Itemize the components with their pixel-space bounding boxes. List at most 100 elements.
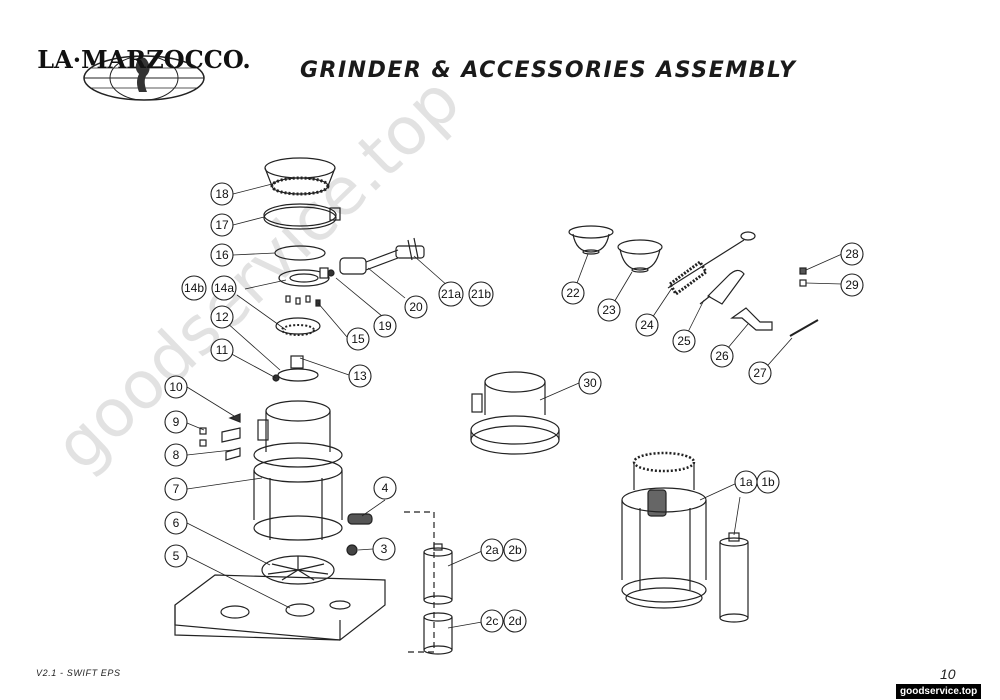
callout-1b: 1b bbox=[756, 470, 780, 494]
part-20-21-adjuster bbox=[339, 237, 425, 275]
svg-text:22: 22 bbox=[566, 286, 580, 300]
callout-14a: 14a bbox=[211, 275, 237, 301]
svg-text:29: 29 bbox=[845, 278, 859, 292]
callout-22: 22 bbox=[561, 281, 585, 305]
callout-13: 13 bbox=[348, 364, 372, 388]
part-28-screw bbox=[799, 267, 807, 275]
callout-9: 9 bbox=[164, 410, 188, 434]
svg-text:26: 26 bbox=[715, 349, 729, 363]
callout-8: 8 bbox=[164, 443, 188, 467]
part-23-basket bbox=[617, 239, 663, 273]
part-2ab-sleeve bbox=[423, 543, 453, 605]
svg-text:7: 7 bbox=[173, 482, 180, 496]
svg-text:16: 16 bbox=[215, 248, 229, 262]
callout-24: 24 bbox=[635, 313, 659, 337]
callout-2d: 2d bbox=[503, 609, 527, 633]
svg-text:2c: 2c bbox=[486, 614, 499, 628]
callout-4: 4 bbox=[373, 476, 397, 500]
callout-26: 26 bbox=[710, 344, 734, 368]
callout-7: 7 bbox=[164, 477, 188, 501]
part-29-screw bbox=[799, 279, 807, 287]
logo-text: LA·MARZOCCO. bbox=[37, 45, 250, 74]
callout-21b: 21b bbox=[468, 281, 494, 307]
svg-text:1b: 1b bbox=[761, 475, 775, 489]
callout-2b: 2b bbox=[503, 538, 527, 562]
part-16-ring bbox=[274, 245, 326, 261]
la-marzocco-logo: LA·MARZOCCO. bbox=[37, 45, 251, 101]
svg-text:6: 6 bbox=[173, 516, 180, 530]
callout-1a: 1a bbox=[734, 470, 758, 494]
part-1-sleeve bbox=[719, 532, 749, 623]
svg-text:15: 15 bbox=[351, 332, 365, 346]
callout-11: 11 bbox=[210, 338, 234, 362]
svg-text:19: 19 bbox=[378, 319, 392, 333]
callout-20: 20 bbox=[404, 295, 428, 319]
svg-text:2d: 2d bbox=[508, 614, 521, 628]
part-screws-15 bbox=[285, 295, 321, 307]
svg-text:10: 10 bbox=[169, 380, 183, 394]
part-1-complete-grinder bbox=[621, 451, 707, 609]
page-number: 10 bbox=[940, 666, 956, 682]
callout-19: 19 bbox=[373, 314, 397, 338]
svg-text:14a: 14a bbox=[214, 281, 234, 295]
callout-2c: 2c bbox=[480, 609, 504, 633]
svg-text:30: 30 bbox=[583, 376, 597, 390]
svg-text:18: 18 bbox=[215, 187, 229, 201]
svg-text:5: 5 bbox=[173, 549, 180, 563]
site-badge: goodservice.top bbox=[896, 684, 982, 699]
svg-text:14b: 14b bbox=[184, 281, 204, 295]
callout-21a: 21a bbox=[438, 281, 464, 307]
part-18-hopper-ring bbox=[264, 157, 336, 196]
callout-2a: 2a bbox=[480, 538, 504, 562]
svg-text:9: 9 bbox=[173, 415, 180, 429]
part-10-9-8-small bbox=[199, 413, 241, 461]
callout-28: 28 bbox=[840, 242, 864, 266]
svg-text:21b: 21b bbox=[471, 287, 491, 301]
svg-text:1a: 1a bbox=[739, 475, 753, 489]
callout-15: 15 bbox=[346, 327, 370, 351]
part-24-brush bbox=[667, 231, 756, 297]
callout-10: 10 bbox=[164, 375, 188, 399]
part-3-nut bbox=[346, 544, 358, 556]
callout-18: 18 bbox=[210, 182, 234, 206]
svg-text:21a: 21a bbox=[441, 287, 461, 301]
part-2cd-sleeve bbox=[423, 612, 453, 655]
svg-text:12: 12 bbox=[215, 310, 229, 324]
svg-text:2a: 2a bbox=[485, 543, 499, 557]
callout-14b: 14b bbox=[181, 275, 207, 301]
dashed-bracket bbox=[404, 511, 435, 653]
callout-25: 25 bbox=[672, 329, 696, 353]
callout-23: 23 bbox=[597, 298, 621, 322]
svg-text:8: 8 bbox=[173, 448, 180, 462]
svg-text:27: 27 bbox=[753, 366, 767, 380]
part-26-nozzle bbox=[730, 307, 773, 331]
callout-6: 6 bbox=[164, 511, 188, 535]
part-7-grinder-body bbox=[253, 400, 343, 541]
svg-text:25: 25 bbox=[677, 334, 691, 348]
callout-29: 29 bbox=[840, 273, 864, 297]
part-14-burr bbox=[278, 267, 330, 287]
part-30-collar bbox=[470, 371, 560, 455]
svg-text:28: 28 bbox=[845, 247, 859, 261]
part-27-key bbox=[789, 319, 819, 337]
callout-30: 30 bbox=[578, 371, 602, 395]
svg-text:23: 23 bbox=[602, 303, 616, 317]
svg-text:20: 20 bbox=[409, 300, 423, 314]
callout-5: 5 bbox=[164, 544, 188, 568]
part-4-block bbox=[347, 513, 373, 525]
part-6-fan bbox=[261, 555, 335, 585]
part-25-steam-tip bbox=[699, 269, 745, 305]
svg-text:17: 17 bbox=[215, 218, 229, 232]
part-17-clamp-band bbox=[263, 203, 341, 230]
svg-text:11: 11 bbox=[216, 343, 229, 357]
svg-text:4: 4 bbox=[382, 481, 389, 495]
version-label: V2.1 - SWIFT EPS bbox=[36, 668, 121, 678]
part-12-hub bbox=[272, 355, 319, 382]
part-22-basket bbox=[568, 225, 614, 255]
callout-16: 16 bbox=[210, 243, 234, 267]
svg-text:13: 13 bbox=[353, 369, 367, 383]
part-14a-lower-burr bbox=[275, 317, 321, 336]
callout-12: 12 bbox=[210, 305, 234, 329]
page-title: GRINDER & ACCESSORIES ASSEMBLY bbox=[300, 58, 797, 83]
